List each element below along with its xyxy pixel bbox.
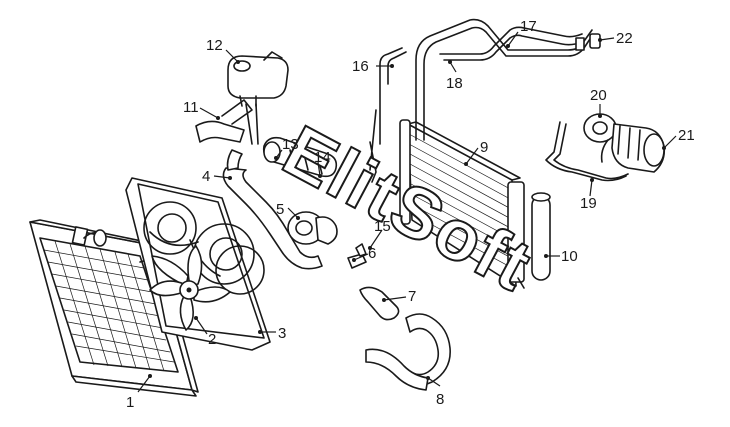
callout-18: 18	[446, 75, 463, 92]
upper-radiator-hose	[195, 99, 323, 270]
callout-5: 5	[276, 201, 284, 218]
ac-compressor	[545, 113, 666, 182]
callout-22: 22	[616, 30, 633, 47]
callout-10: 10	[561, 248, 578, 265]
callout-8: 8	[436, 391, 444, 408]
expansion-tank	[227, 51, 289, 107]
callout-2: 2	[208, 331, 216, 348]
callout-9: 9	[480, 139, 488, 156]
water-pump	[287, 211, 338, 245]
callout-6: 6	[368, 245, 376, 262]
callout-7: 7	[408, 288, 416, 305]
callout-14: 14	[314, 149, 331, 166]
callout-13: 13	[282, 136, 299, 153]
hose-fitting	[347, 243, 367, 269]
receiver-drier	[531, 192, 551, 281]
callout-16: 16	[352, 58, 369, 75]
callout-15: 15	[374, 218, 391, 235]
callout-3: 3	[278, 325, 286, 342]
callout-19: 19	[580, 195, 597, 212]
cooling-fan	[149, 245, 231, 331]
callout-4: 4	[202, 168, 210, 185]
callout-1: 1	[126, 394, 134, 411]
callout-12: 12	[206, 37, 223, 54]
callout-20: 20	[590, 87, 607, 104]
callouts: 1 2 3 4 5 6 7 8 9 10 11 12 13 14 15 16 1	[126, 18, 695, 411]
condenser	[399, 119, 525, 289]
lower-radiator-hose	[359, 286, 451, 391]
callout-11: 11	[183, 99, 199, 116]
callout-21: 21	[678, 127, 695, 144]
callout-17: 17	[520, 18, 537, 35]
